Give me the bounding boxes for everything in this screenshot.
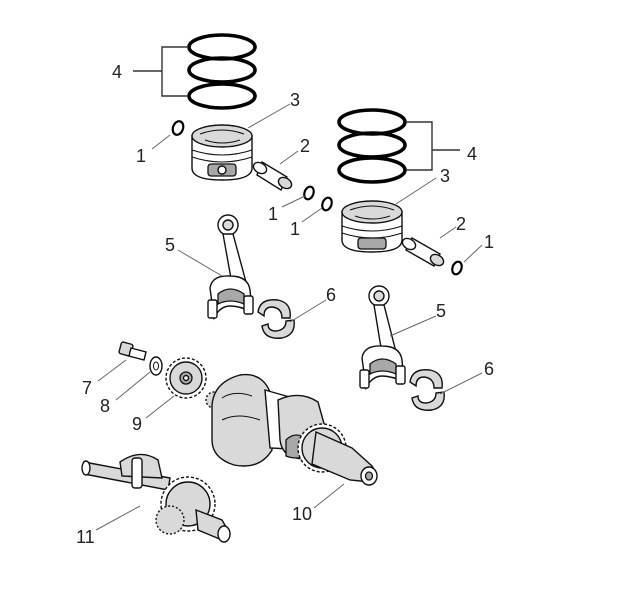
crankshaft	[205, 373, 378, 486]
callout-conrod-left: 5	[165, 235, 175, 255]
bolt	[118, 341, 147, 361]
callout-labels: 1 2 1 1 1 2 3 3 4 4 5 5 6 6 7 8 9 10 11	[76, 62, 494, 547]
callout-circlip-top: 1	[136, 146, 146, 166]
circlip-mid-b	[321, 196, 333, 212]
callout-piston-left: 3	[290, 90, 300, 110]
callout-balance-shaft: 11	[76, 527, 95, 547]
connecting-rod-left	[207, 214, 254, 321]
callout-circlip-right: 1	[484, 232, 494, 252]
rings-right-bracket	[406, 121, 460, 171]
piston-rings-right	[337, 108, 407, 184]
leader-lines	[95, 103, 483, 531]
piston-left	[191, 124, 253, 181]
washer	[149, 356, 163, 376]
callout-bearing-right: 6	[484, 359, 494, 379]
circlip-mid-a	[303, 185, 315, 201]
callout-washer: 8	[100, 396, 110, 416]
callout-circlip-mid-b: 1	[290, 219, 300, 239]
rings-left-bracket	[133, 46, 188, 97]
connecting-rod-right	[359, 285, 406, 391]
piston-pin-left	[252, 160, 293, 192]
bearing-shells-left	[257, 299, 295, 339]
callout-crankshaft: 10	[292, 504, 312, 524]
callout-bolt: 7	[82, 378, 92, 398]
piston-right	[341, 200, 403, 253]
circlip-top	[171, 120, 185, 136]
callout-piston-pin-right: 2	[456, 214, 466, 234]
balance-shaft	[81, 453, 231, 543]
callout-gear: 9	[132, 414, 142, 434]
bearing-shells-right	[409, 369, 445, 411]
circlip-right	[451, 260, 463, 276]
callout-conrod-right: 5	[436, 301, 446, 321]
callout-bearing-left: 6	[326, 285, 336, 305]
piston-pin-right	[401, 237, 445, 267]
callout-circlip-mid-a: 1	[268, 204, 278, 224]
callout-piston-right: 3	[440, 166, 450, 186]
callout-piston-pin-left: 2	[300, 136, 310, 156]
sprocket-gear	[165, 357, 207, 399]
callout-rings-right: 4	[467, 144, 477, 164]
callout-rings-left: 4	[112, 62, 122, 82]
piston-rings-left	[187, 33, 257, 110]
